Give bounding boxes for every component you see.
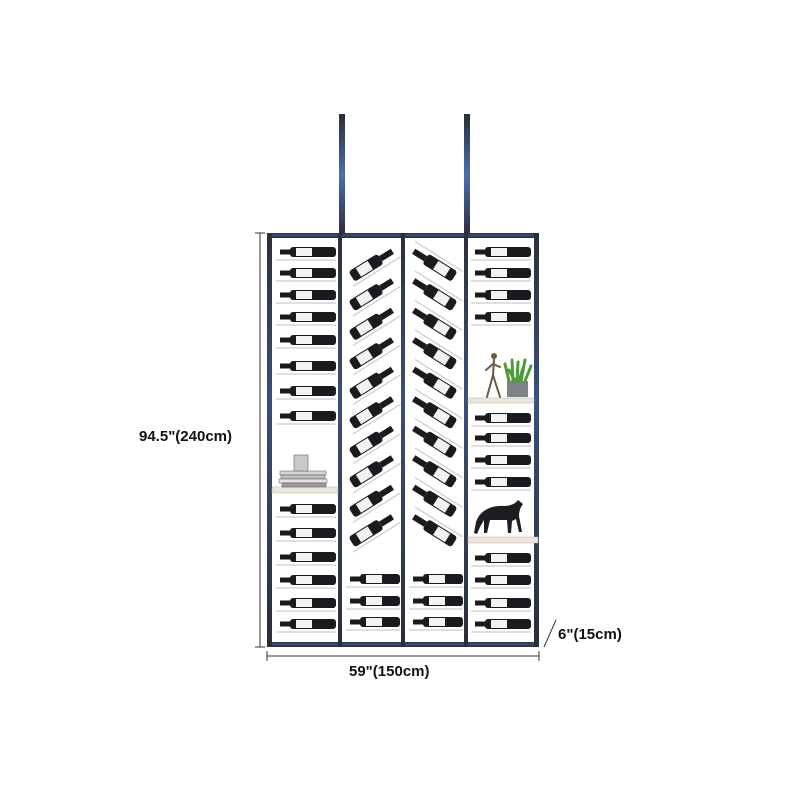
wine-bottle	[412, 300, 463, 340]
right-upper-shelf	[467, 397, 535, 404]
wine-bottle	[276, 312, 336, 326]
wine-bottle	[276, 361, 336, 375]
wine-bottle	[276, 528, 336, 542]
wine-bottle	[412, 359, 463, 399]
height-dimension-line	[255, 232, 265, 648]
figurine-icon	[485, 353, 501, 398]
wine-bottle	[412, 388, 463, 429]
left-display-shelf	[271, 486, 339, 494]
wine-bottle	[276, 411, 336, 425]
wine-bottle	[412, 418, 463, 458]
wine-bottle	[349, 396, 401, 435]
wine-bottle	[349, 248, 401, 287]
wine-bottle	[471, 477, 531, 491]
wine-bottle	[471, 553, 531, 567]
wine-bottle	[349, 425, 401, 464]
bottle-group	[276, 241, 531, 633]
wine-bottle	[349, 307, 401, 346]
right-ceiling-post	[464, 114, 470, 236]
wine-bottle	[471, 290, 531, 304]
wine-bottle	[471, 312, 531, 326]
wine-bottle	[471, 619, 531, 633]
book-stack-icon	[278, 454, 328, 488]
wine-bottle	[276, 335, 336, 349]
height-dimension-label: 94.5"(240cm)	[139, 428, 233, 445]
width-dimension-line	[266, 651, 540, 661]
wine-bottle	[349, 455, 401, 494]
wine-bottle	[349, 484, 401, 523]
depth-dimension-label: 6"(15cm)	[558, 626, 622, 643]
wine-bottle	[412, 270, 463, 311]
wine-bottle	[409, 596, 463, 610]
depth-dimension-line	[543, 619, 557, 648]
wine-bottle	[349, 366, 401, 405]
wine-bottle	[409, 574, 463, 588]
wine-bottle	[276, 386, 336, 400]
potted-plant-icon	[503, 358, 533, 397]
wine-bottle	[276, 619, 336, 633]
wine-bottle	[276, 247, 336, 261]
wine-bottle	[471, 598, 531, 612]
wine-bottle	[349, 337, 401, 376]
width-dimension-label: 59"(150cm)	[349, 663, 430, 680]
wine-bottle	[412, 477, 463, 517]
wine-bottle	[471, 247, 531, 261]
wine-bottle	[276, 598, 336, 612]
wine-bottle	[471, 433, 531, 447]
wine-bottle	[346, 574, 400, 588]
wine-bottle	[346, 617, 400, 631]
left-ceiling-post	[339, 114, 345, 236]
horse-statue-icon	[474, 500, 523, 534]
right-lower-shelf	[467, 536, 539, 544]
rack-frame	[267, 233, 539, 647]
wine-bottle	[349, 514, 401, 553]
wine-bottle	[471, 413, 531, 427]
wine-bottle	[276, 552, 336, 566]
wine-bottle	[409, 617, 463, 631]
wine-bottle	[471, 575, 531, 589]
wine-bottle	[276, 268, 336, 282]
wine-bottle	[471, 268, 531, 282]
wine-bottle	[471, 455, 531, 469]
wine-bottle	[412, 447, 463, 488]
wine-bottle	[412, 329, 463, 370]
wine-bottle	[412, 241, 463, 281]
wine-bottle	[346, 596, 400, 610]
wine-bottle	[276, 575, 336, 589]
wine-bottle	[349, 278, 401, 317]
wine-bottle	[276, 504, 336, 518]
wine-bottle	[412, 506, 463, 547]
wine-bottle	[276, 290, 336, 304]
